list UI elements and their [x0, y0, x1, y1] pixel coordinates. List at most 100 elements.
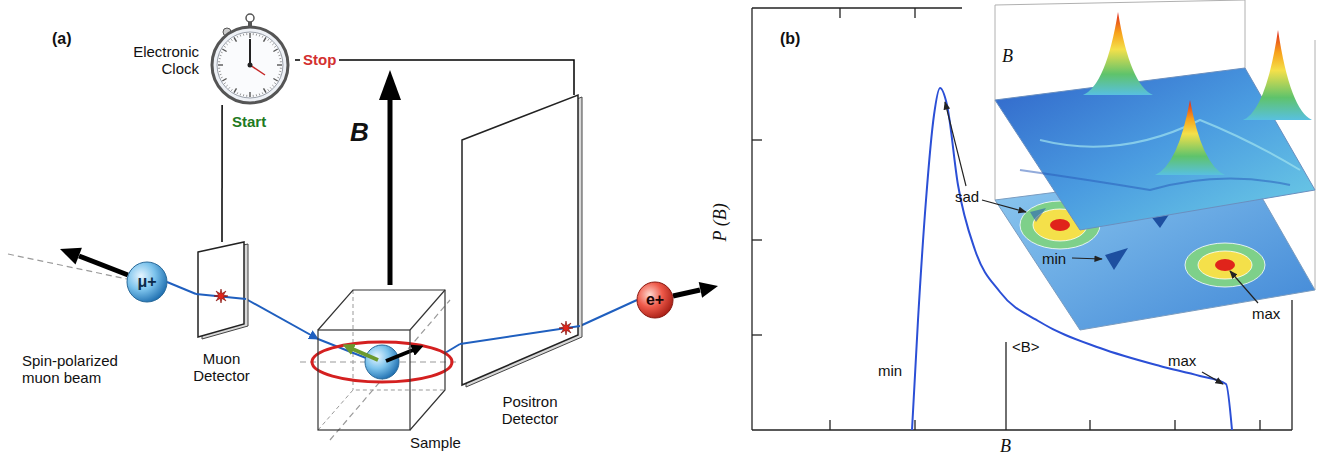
contour-map	[1050, 219, 1070, 231]
field-surface	[1243, 30, 1312, 120]
beam-axis	[330, 300, 450, 440]
cube-hidden-edge	[353, 290, 354, 390]
clock-tick	[274, 46, 276, 47]
clock-tick	[240, 94, 242, 96]
chart-axes	[752, 429, 1292, 430]
clock-tick	[220, 74, 222, 76]
positron-detector-outline	[460, 95, 580, 388]
clock-tick	[218, 64, 223, 65]
positron-trajectory	[673, 290, 700, 296]
field-arrow	[379, 70, 401, 285]
clock-tick	[264, 88, 267, 92]
clock-tick	[226, 85, 227, 86]
muon-beam	[167, 282, 196, 294]
leader-arrows	[945, 102, 966, 186]
detection-hit	[559, 321, 573, 335]
clock-tick	[259, 94, 261, 96]
sample-cube: Sample	[318, 290, 445, 430]
clock-tick	[218, 68, 220, 69]
chart-axes	[839, 8, 840, 18]
leader-arrows	[1230, 271, 1258, 303]
clock-tick	[279, 74, 281, 76]
stopped-muon	[365, 345, 399, 379]
cube-hidden-edge	[318, 390, 445, 430]
signal-label: Start	[232, 113, 266, 130]
clock-hand	[249, 39, 251, 65]
leader-arrows	[1072, 258, 1102, 259]
clock-tick	[280, 68, 282, 69]
field-surface	[1083, 12, 1153, 95]
clock-tick	[256, 34, 257, 36]
spin-vector	[386, 348, 418, 361]
node-text: Electronic Clock	[117, 43, 199, 78]
clock-tick	[253, 95, 254, 97]
inset-annotation: max	[1252, 305, 1280, 322]
inset-frame	[995, 5, 996, 200]
clock-tick	[249, 33, 250, 38]
chart-axes	[751, 8, 752, 430]
clock-tick	[218, 61, 220, 62]
clock-tick	[229, 87, 230, 88]
clock-tick	[221, 51, 223, 53]
clock-tick	[277, 51, 279, 53]
clock-dial	[217, 32, 283, 98]
clock-tick	[231, 39, 232, 41]
clock-tick	[236, 36, 238, 38]
positron-particle: e+	[637, 282, 673, 318]
axis-title: P (B)	[710, 192, 731, 252]
muon-detector: Muon Detector	[196, 242, 246, 337]
clock-tick	[243, 34, 244, 36]
field-surface	[1020, 170, 1290, 190]
clock-tick	[273, 79, 277, 82]
axis-title: B	[1000, 436, 1011, 457]
clock-tick	[229, 41, 230, 42]
clock-tick	[256, 94, 257, 96]
precession-orbit	[312, 342, 452, 382]
clock-tick	[277, 64, 282, 65]
clock-tick	[279, 55, 281, 57]
clock-tick	[279, 71, 281, 72]
node-text: Positron Detector	[485, 393, 575, 428]
muon-spin-arrow	[60, 248, 82, 265]
spin-vector	[348, 347, 378, 360]
clock-tick	[226, 44, 227, 45]
clock-tick	[224, 46, 226, 47]
chart-axes	[1174, 420, 1175, 430]
chart-axes	[1089, 420, 1090, 430]
field-surface	[1155, 100, 1225, 175]
clock-tick	[224, 83, 226, 84]
leader-arrows	[982, 200, 1026, 212]
clock-tick	[277, 77, 279, 79]
chart-axes	[914, 8, 915, 18]
clock-knob	[246, 14, 254, 22]
sample-cube-outline	[318, 290, 445, 430]
clock-tick	[262, 36, 264, 38]
clock-tick	[246, 95, 247, 97]
clock-tick	[234, 88, 237, 92]
muon-particle: μ+	[127, 262, 167, 302]
muon-detector-outline	[196, 242, 246, 337]
clock-tick	[264, 37, 267, 41]
inset-axis-title: B	[1002, 46, 1013, 67]
clock-tick	[280, 61, 282, 62]
cube-edge	[410, 290, 445, 330]
clock-tick	[272, 44, 273, 45]
clock-tick	[279, 58, 281, 59]
clock-hand	[250, 65, 265, 75]
clock-tick	[222, 79, 226, 82]
clock-tick	[219, 71, 221, 72]
signal-label: Stop	[300, 51, 339, 68]
clock-tick	[221, 77, 223, 79]
cube-face	[318, 330, 410, 430]
clock-tick	[268, 39, 269, 41]
clock-hub	[248, 63, 253, 68]
detector-plate	[198, 242, 244, 337]
panel-label: (b)	[780, 30, 800, 48]
clock-tick	[219, 58, 221, 59]
electronic-clock-outline	[205, 15, 295, 105]
start-signal-wire	[221, 105, 223, 242]
positron-path	[580, 300, 637, 326]
field-arrow	[388, 98, 393, 285]
clock-tick	[253, 33, 254, 35]
